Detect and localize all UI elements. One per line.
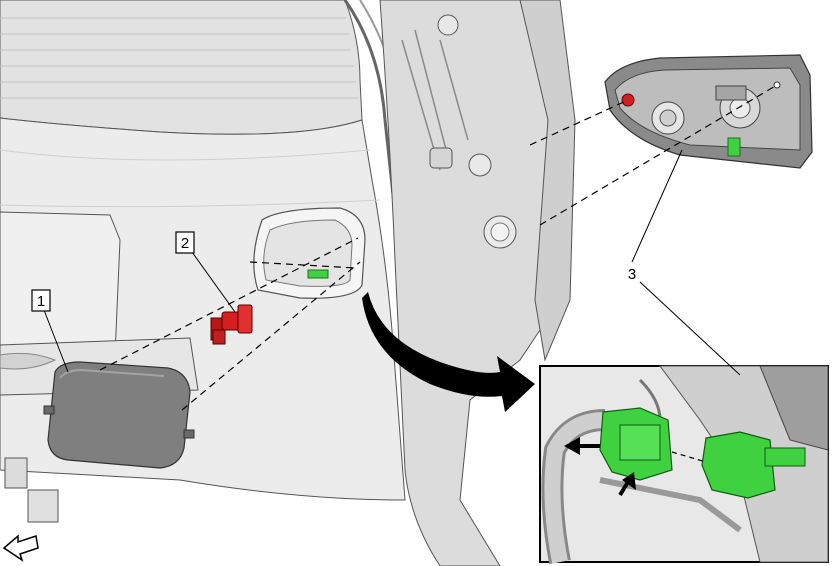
curved-view-arrow-icon [362, 292, 535, 412]
lamp-assembly-icon [604, 54, 813, 169]
leader-lines [43, 149, 741, 376]
liftgate-body [0, 0, 576, 566]
harness-connector-icon [599, 407, 806, 499]
callout-1-label: 1 [37, 293, 45, 310]
callout-3-label: 3 [628, 266, 636, 283]
fastener-clip-icon [210, 304, 253, 345]
trim-cover-icon [43, 361, 195, 469]
callout-2: 2 [175, 231, 195, 254]
callout-2-label: 2 [181, 235, 189, 252]
callout-1: 1 [31, 289, 51, 312]
detail-inset [539, 365, 829, 565]
panel-connector-icon [307, 269, 329, 279]
callout-3: 3 [628, 266, 636, 283]
disconnect-arrow-icon [564, 437, 636, 497]
front-arrow-icon [2, 534, 39, 562]
